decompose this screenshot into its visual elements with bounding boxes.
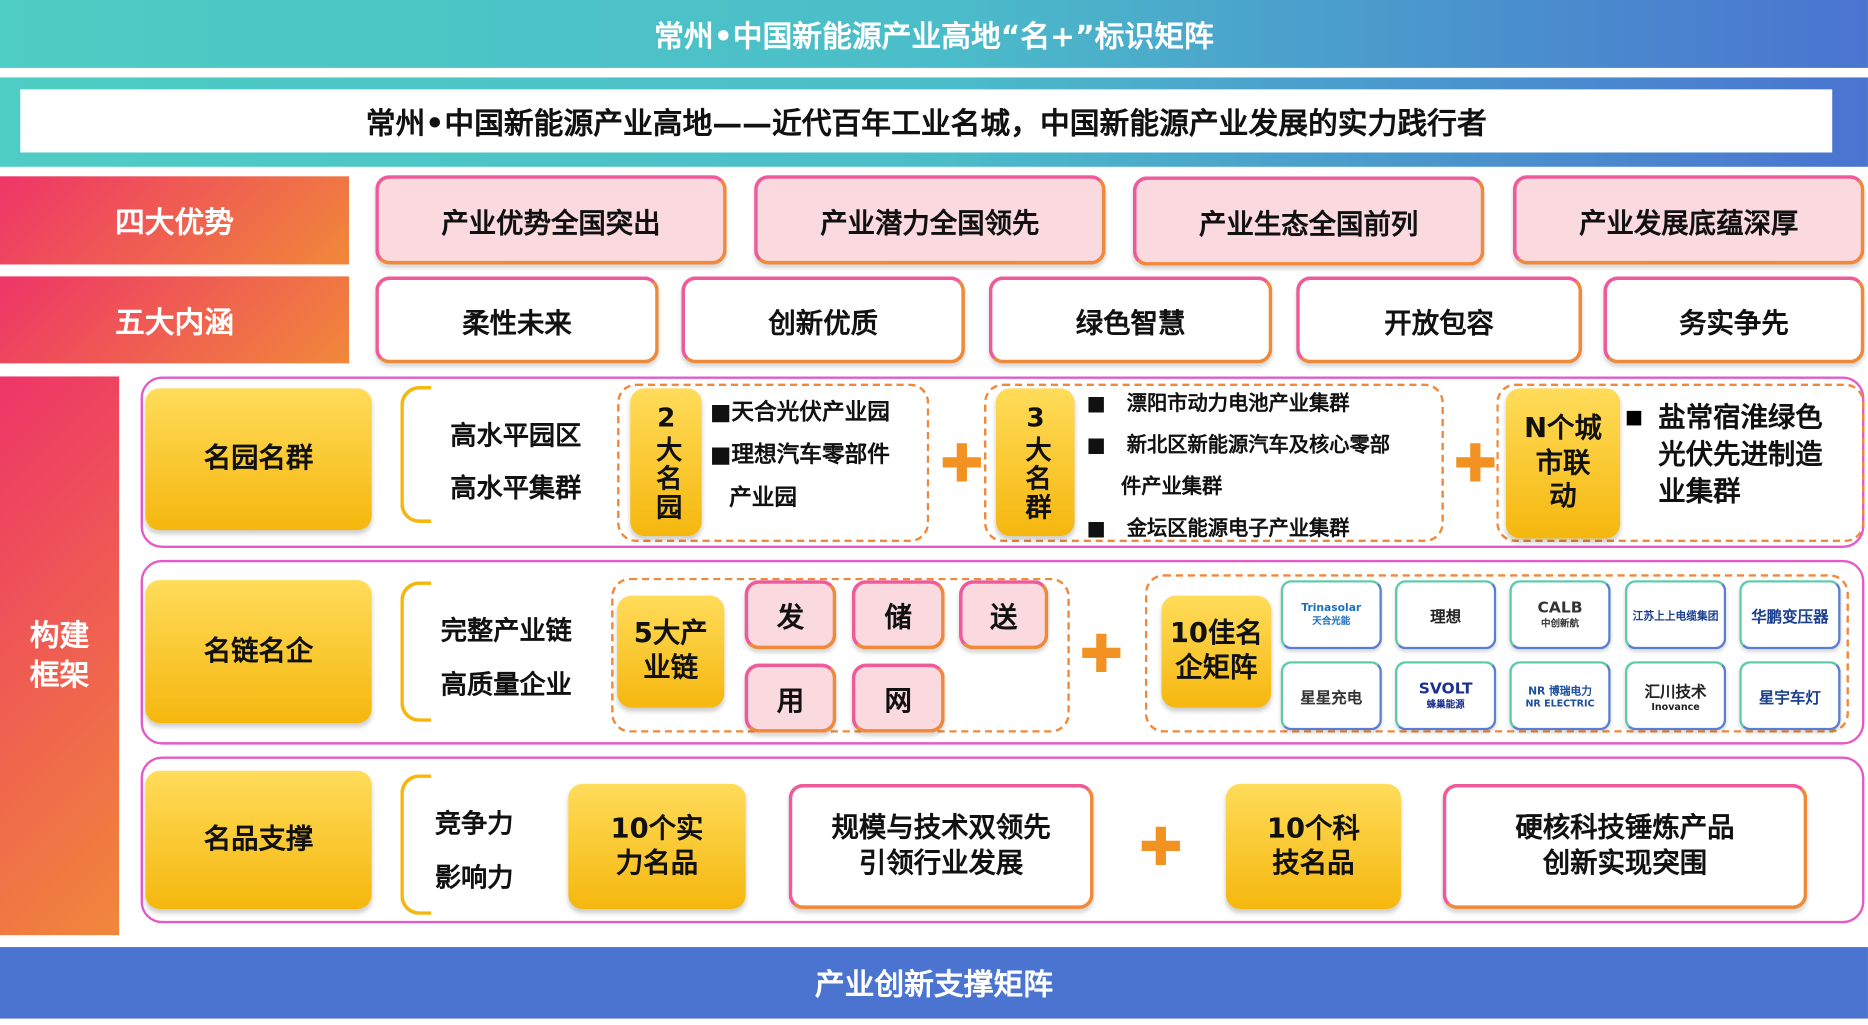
two-parks-tag: 2大名园 bbox=[630, 388, 702, 537]
framework-label: 构建框架 bbox=[0, 376, 120, 936]
two-parks-list: ■天合光伏产业园 ■理想汽车零部件 产业园 bbox=[710, 391, 924, 520]
connotation-card: 柔性未来 bbox=[375, 276, 659, 364]
advantage-card: 产业优势全国突出 bbox=[375, 175, 727, 265]
point: 高水平园区 bbox=[450, 421, 582, 452]
card-line: 创新实现突围 bbox=[1542, 847, 1708, 879]
logo-subtitle: Inovance bbox=[1651, 701, 1700, 713]
card-line: 规模与技术双领先 bbox=[831, 812, 1051, 843]
list-item: ■理想汽车零部件 bbox=[710, 442, 890, 469]
advantage-card: 产业发展底蕴深厚 bbox=[1512, 175, 1865, 265]
list-item: ■ 漂阳市动力电池产业集群 bbox=[1086, 391, 1350, 416]
advantage-card: 产业潜力全国领先 bbox=[754, 175, 1106, 265]
logo-name: CALB bbox=[1537, 599, 1583, 618]
logo-subtitle: 天合光能 bbox=[1312, 615, 1351, 627]
chain-card: 网 bbox=[851, 663, 945, 733]
enterprise-logo: 星宇车灯 bbox=[1739, 661, 1841, 731]
plus-icon: ✚ bbox=[1138, 817, 1183, 878]
logo-name: 星星充电 bbox=[1300, 689, 1363, 708]
footer-bar: 产业创新支撑矩阵 bbox=[0, 947, 1868, 1019]
top-enterprises-tag: 10佳名企矩阵 bbox=[1161, 595, 1272, 708]
list-item: 件产业集群 bbox=[1121, 475, 1223, 500]
subtitle-box: 常州•中国新能源产业高地——近代百年工业名城，中国新能源产业发展的实力践行者 bbox=[20, 89, 1833, 153]
bracket bbox=[400, 385, 432, 523]
list-item: ■ 新北区新能源汽车及核心零部 bbox=[1086, 433, 1391, 458]
card-line: 引领行业发展 bbox=[858, 847, 1024, 879]
logo-name: Trinasolar bbox=[1301, 602, 1362, 615]
chain-card: 用 bbox=[744, 663, 837, 733]
point: 高质量企业 bbox=[440, 670, 572, 701]
strength-products-tag: 10个实力名品 bbox=[568, 783, 746, 909]
three-clusters-group bbox=[984, 383, 1444, 543]
page-title-bar: 常州•中国新能源产业高地“名+”标识矩阵 bbox=[0, 0, 1868, 68]
five-chains-group bbox=[611, 577, 1070, 733]
point: 竞争力 bbox=[434, 810, 514, 840]
logo-name: 江苏上上电缆集团 bbox=[1632, 610, 1719, 623]
plus-icon: ✚ bbox=[1453, 433, 1498, 495]
chains-section bbox=[140, 559, 1865, 745]
tech-products-card: 硬核科技锤炼产品创新实现突围 bbox=[1442, 783, 1808, 909]
three-clusters-list: ■ 漂阳市动力电池产业集群 ■ 新北区新能源汽车及核心零部 件产业集群 ■ 金坛… bbox=[1086, 384, 1390, 551]
two-parks-group bbox=[617, 383, 930, 543]
chains-title: 名链名企 bbox=[145, 580, 372, 724]
products-section bbox=[140, 756, 1865, 924]
bullet-icon: ■ bbox=[1624, 405, 1643, 428]
bracket bbox=[400, 581, 432, 722]
connotation-card: 绿色智慧 bbox=[988, 276, 1273, 364]
bracket bbox=[400, 774, 432, 915]
three-clusters-tag: 3大名群 bbox=[995, 388, 1075, 537]
logo-name: NR 博瑞电力 bbox=[1528, 686, 1592, 699]
enterprise-logo: 江苏上上电缆集团 bbox=[1624, 580, 1727, 650]
parks-title: 名园名群 bbox=[145, 388, 372, 531]
city-linkage-group bbox=[1496, 383, 1865, 543]
logo-name: 星宇车灯 bbox=[1758, 689, 1821, 708]
logo-name: 理想 bbox=[1430, 608, 1462, 627]
logo-name: SVOLT bbox=[1418, 680, 1473, 699]
enterprise-logo: 理想 bbox=[1395, 580, 1497, 650]
connotation-card: 开放包容 bbox=[1296, 276, 1583, 364]
point: 影响力 bbox=[434, 863, 514, 894]
logo-name: 华鹏变压器 bbox=[1751, 608, 1829, 627]
chain-card: 储 bbox=[851, 580, 945, 650]
enterprise-logo: 华鹏变压器 bbox=[1739, 580, 1841, 650]
point: 高水平集群 bbox=[450, 474, 582, 504]
logo-subtitle: NR ELECTRIC bbox=[1525, 698, 1595, 709]
chain-card: 送 bbox=[958, 580, 1049, 650]
logo-subtitle: 蜂巢能源 bbox=[1426, 699, 1465, 711]
connotation-card: 务实争先 bbox=[1603, 276, 1865, 364]
footer-title: 产业创新支撑矩阵 bbox=[814, 967, 1054, 1002]
enterprise-logo: 星星充电 bbox=[1280, 661, 1382, 731]
advantages-label: 四大优势 bbox=[0, 176, 350, 265]
city-linkage-text: 盐常宿淮绿色光伏先进制造业集群 bbox=[1658, 402, 1823, 508]
subtitle: 常州•中国新能源产业高地——近代百年工业名城，中国新能源产业发展的实力践行者 bbox=[365, 105, 1487, 140]
chain-card: 发 bbox=[744, 580, 837, 650]
connotations-label: 五大内涵 bbox=[0, 276, 350, 364]
card-line: 硬核科技锤炼产品 bbox=[1515, 812, 1735, 843]
advantage-card: 产业生态全国前列 bbox=[1132, 176, 1485, 266]
tech-products-tag: 10个科技名品 bbox=[1225, 783, 1401, 909]
list-item: ■ 金坛区能源电子产业集群 bbox=[1086, 517, 1350, 541]
five-chains-tag: 5大产业链 bbox=[617, 595, 725, 708]
products-title: 名品支撑 bbox=[145, 770, 372, 909]
point: 完整产业链 bbox=[440, 617, 572, 647]
list-item: ■天合光伏产业园 bbox=[710, 399, 890, 426]
strength-products-card: 规模与技术双领先引领行业发展 bbox=[788, 783, 1094, 909]
connotation-card: 创新优质 bbox=[681, 276, 965, 364]
list-item: 产业园 bbox=[729, 485, 797, 512]
logo-subtitle: 中创新航 bbox=[1540, 618, 1580, 630]
plus-icon: ✚ bbox=[939, 433, 984, 495]
plus-icon: ✚ bbox=[1079, 624, 1124, 685]
city-linkage-tag: N个城市联动 bbox=[1505, 388, 1621, 539]
top-enterprises-group bbox=[1144, 574, 1849, 733]
page-title: 常州•中国新能源产业高地“名+”标识矩阵 bbox=[654, 18, 1214, 54]
logo-name: 汇川技术 bbox=[1644, 683, 1707, 702]
